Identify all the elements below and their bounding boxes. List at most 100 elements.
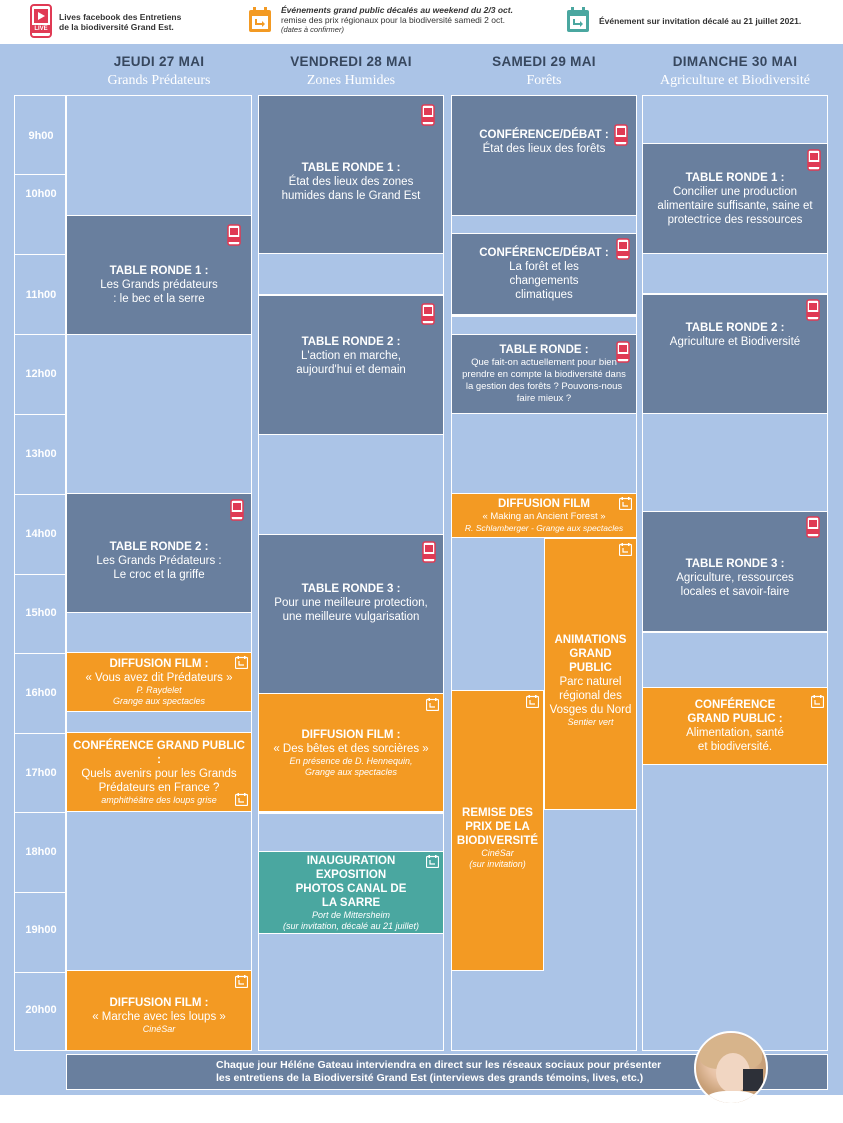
event-title: DIFFUSION FILM : [109, 658, 209, 670]
event-j-conference[interactable]: CONFÉRENCE GRAND PUBLIC : Quels avenirs … [66, 732, 252, 812]
day-theme-saturday: Forêts [526, 73, 562, 88]
calendar-icon [235, 656, 248, 669]
event-note: (sur invitation) [469, 858, 526, 869]
event-d-conference[interactable]: CONFÉRENCE GRAND PUBLIC : Alimentation, … [642, 687, 828, 765]
event-s-animations[interactable]: ANIMATIONS GRAND PUBLIC Parc naturel rég… [544, 538, 637, 810]
legend-live-line2: de la biodiversité Grand Est. [59, 22, 174, 32]
event-title: INAUGURATION EXPOSITION PHOTOS CANAL DE … [295, 854, 407, 909]
event-title: TABLE RONDE 3 : [301, 583, 401, 595]
event-note: Port de Mittersheim [311, 909, 391, 920]
event-title: DIFFUSION FILM : [109, 997, 209, 1009]
day-name-friday: VENDREDI 28 MAI [290, 54, 412, 69]
calendar-icon [235, 975, 248, 988]
event-note: Grange aux spectacles [112, 696, 206, 706]
calendar-icon [619, 497, 632, 510]
hour-label: 16h00 [25, 687, 57, 699]
live-icon [616, 238, 630, 260]
live-icon [614, 124, 628, 146]
calendar-icon [619, 543, 632, 556]
event-d-table-ronde-2[interactable]: TABLE RONDE 2 : Agriculture et Biodivers… [642, 294, 828, 414]
event-note: R. Schlamberger - Grange aux spectacles [464, 523, 624, 533]
hour-label: 19h00 [25, 924, 57, 936]
live-icon [806, 299, 820, 321]
legend-public-line2: remise des prix régionaux pour la biodiv… [281, 15, 505, 25]
event-s-film[interactable]: DIFFUSION FILM « Making an Ancient Fores… [451, 493, 637, 538]
event-note: Sentier vert [567, 716, 614, 727]
event-desc: Les Grands Prédateurs : Le croc et la gr… [96, 555, 222, 581]
event-j-film-2[interactable]: DIFFUSION FILM : « Marche avec les loups… [66, 970, 252, 1051]
event-desc: Que fait-on actuellement pour bien prend… [462, 357, 626, 404]
live-icon [421, 104, 435, 126]
hour-label: 11h00 [25, 289, 57, 301]
calendar-orange-icon [249, 7, 271, 32]
event-title: TABLE RONDE 1 : [109, 265, 209, 277]
event-d-table-ronde-3[interactable]: TABLE RONDE 3 : Agriculture, ressources … [642, 511, 828, 632]
live-icon [807, 149, 821, 171]
live-icon [616, 341, 630, 363]
calendar-icon [235, 793, 248, 806]
event-desc: Les Grands prédateurs : le bec et la ser… [100, 279, 218, 305]
event-desc: La forêt et les changements climatiques [509, 261, 579, 301]
legend-public-note: (dates à confirmer) [281, 25, 344, 34]
event-j-film-1[interactable]: DIFFUSION FILM : « Vous avez dit Prédate… [66, 652, 252, 712]
event-v-inauguration[interactable]: INAUGURATION EXPOSITION PHOTOS CANAL DE … [258, 851, 444, 934]
event-desc: Agriculture, ressources locales et savoi… [676, 571, 794, 598]
event-title: CONFÉRENCE GRAND PUBLIC : [687, 699, 783, 725]
event-title: ANIMATIONS GRAND PUBLIC [554, 633, 627, 674]
event-title: TABLE RONDE 2 : [685, 322, 785, 334]
event-note: (sur invitation, décalé au 21 juillet) [282, 920, 420, 931]
event-title: TABLE RONDE 2 : [109, 541, 209, 553]
legend-public-line1: Événements grand public décalés au weeke… [281, 5, 513, 15]
calendar-icon [426, 855, 439, 868]
event-j-table-ronde-1[interactable]: TABLE RONDE 1 : Les Grands prédateurs : … [66, 215, 252, 335]
day-name-saturday: SAMEDI 29 MAI [492, 54, 596, 69]
event-s-conference-2[interactable]: CONFÉRENCE/DÉBAT : La forêt et les chang… [451, 233, 637, 315]
event-s-conference-1[interactable]: CONFÉRENCE/DÉBAT : État des lieux des fo… [451, 95, 637, 216]
day-theme-sunday: Agriculture et Biodiversité [659, 73, 811, 88]
event-desc: État des lieux des forêts [482, 142, 606, 155]
live-icon [422, 541, 436, 563]
event-desc: L'action en marche, aujourd'hui et demai… [296, 350, 406, 376]
footer-line2: les entretiens de la Biodiversité Grand … [216, 1072, 644, 1084]
event-desc: Alimentation, santé et biodiversité. [686, 727, 784, 753]
hour-label: 17h00 [25, 767, 57, 779]
live-icon [227, 224, 241, 246]
footer-text: Chaque jour Héléne Gateau interviendra e… [216, 1059, 756, 1085]
event-v-table-ronde-3[interactable]: TABLE RONDE 3 : Pour une meilleure prote… [258, 534, 444, 694]
event-title: TABLE RONDE : [499, 344, 589, 356]
legend: LIVE Lives facebook des Entretiens de la… [0, 0, 843, 44]
event-title: TABLE RONDE 1 : [685, 171, 785, 184]
hour-label: 9h00 [28, 130, 54, 142]
calendar-icon [526, 695, 539, 708]
hour-label: 20h00 [25, 1004, 57, 1016]
event-title: CONFÉRENCE/DÉBAT : [479, 247, 609, 259]
event-title: TABLE RONDE 3 : [685, 557, 785, 570]
live-icon [806, 516, 820, 538]
event-j-table-ronde-2[interactable]: TABLE RONDE 2 : Les Grands Prédateurs : … [66, 493, 252, 613]
event-desc: « Des bêtes et des sorcières » [273, 742, 429, 755]
event-desc: « Vous avez dit Prédateurs » [85, 672, 233, 684]
event-s-remise-prix[interactable]: REMISE DES PRIX DE LA BIODIVERSITÉ CinéS… [451, 690, 544, 971]
event-title: REMISE DES PRIX DE LA BIODIVERSITÉ [456, 806, 539, 847]
hour-label: 10h00 [25, 188, 57, 200]
day-theme-friday: Zones Humides [306, 73, 396, 88]
event-v-film[interactable]: DIFFUSION FILM : « Des bêtes et des sorc… [258, 693, 444, 812]
footer-line1: Chaque jour Héléne Gateau interviendra e… [216, 1059, 662, 1071]
live-icon [230, 499, 244, 521]
event-desc: Agriculture et Biodiversité [669, 336, 801, 348]
event-v-table-ronde-1[interactable]: TABLE RONDE 1 : État des lieux des zones… [258, 95, 444, 254]
host-avatar [694, 1031, 768, 1105]
legend-invite: Événement sur invitation décalé au 21 ju… [599, 16, 802, 26]
event-title: CONFÉRENCE GRAND PUBLIC : [73, 739, 245, 766]
event-desc: État des lieux des zones humides dans le… [281, 175, 421, 202]
hour-label: 18h00 [25, 846, 57, 858]
event-title: CONFÉRENCE/DÉBAT : [479, 128, 609, 141]
event-title: DIFFUSION FILM [498, 498, 590, 510]
event-v-table-ronde-2[interactable]: TABLE RONDE 2 : L'action en marche, aujo… [258, 295, 444, 435]
day-name-sunday: DIMANCHE 30 MAI [672, 54, 798, 69]
calendar-icon [811, 695, 824, 708]
event-s-table-ronde[interactable]: TABLE RONDE : Que fait-on actuellement p… [451, 334, 637, 414]
event-note: P. Raydelet [136, 685, 182, 695]
live-icon [421, 303, 435, 325]
event-d-table-ronde-1[interactable]: TABLE RONDE 1 : Concilier une production… [642, 143, 828, 254]
